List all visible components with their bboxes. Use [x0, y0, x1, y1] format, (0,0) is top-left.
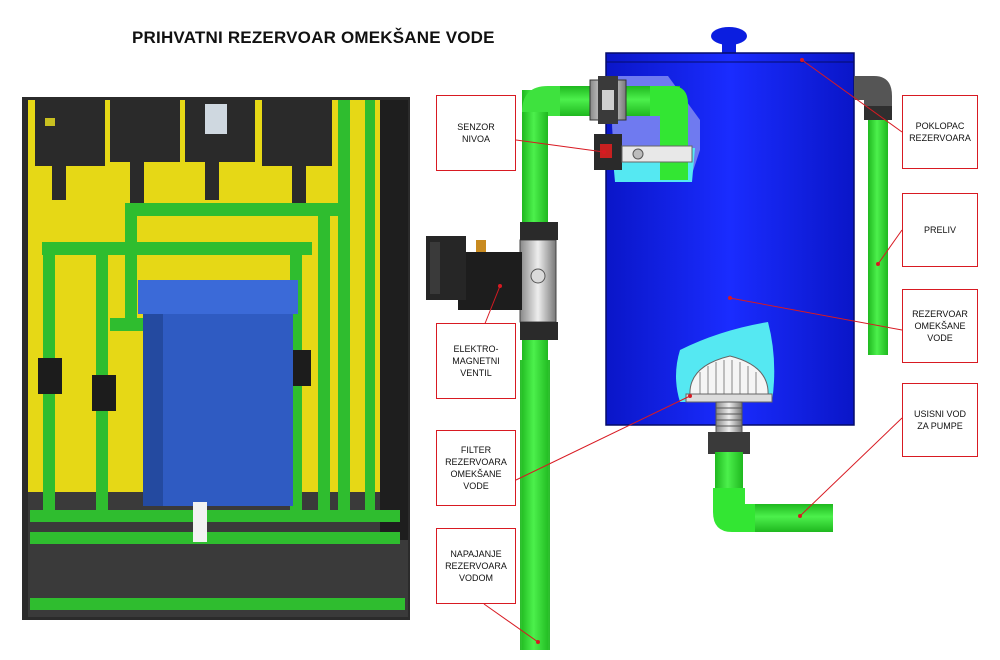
- label-elektromagnetni-ventil: ELEKTRO- MAGNETNI VENTIL: [436, 323, 516, 399]
- leader-preliv: [877, 229, 903, 265]
- leader-poklopac: [801, 59, 903, 133]
- leader-ventil-dot: [498, 284, 502, 288]
- leader-senzor: [515, 139, 605, 153]
- photo-pipe-h3: [110, 318, 150, 331]
- leader-filter-dot: [688, 394, 692, 398]
- page-title: PRIHVATNI REZERVOAR OMEKŠANE VODE: [132, 28, 495, 47]
- photo-valve-2: [92, 375, 116, 411]
- coil-terminal: [476, 240, 486, 252]
- photo-pipe-v5: [318, 205, 330, 510]
- leader-napajanje: [483, 603, 539, 643]
- inlet-pipe-lower: [520, 360, 550, 650]
- pump-display: [205, 104, 227, 134]
- photo-pipe-h2: [42, 242, 312, 255]
- installation-photo: [22, 97, 410, 620]
- outlet-fitting: [708, 432, 750, 454]
- piping: [426, 76, 892, 650]
- photo-blue-tank: [143, 284, 293, 506]
- dosing-pump-2: [110, 100, 180, 162]
- pump-stem-4: [292, 160, 306, 210]
- solenoid-coil: [458, 252, 522, 310]
- photo-tank-shade: [143, 314, 163, 506]
- leader-preliv-dot: [876, 262, 880, 266]
- label-usisni-vod: USISNI VOD ZA PUMPE: [902, 383, 978, 457]
- leader-napajanje-dot: [536, 640, 540, 644]
- lid-knob: [711, 27, 747, 45]
- dosing-pump-4: [262, 100, 332, 166]
- photo-pipe-v6: [338, 100, 350, 510]
- leader-senzor-dot: [602, 150, 606, 154]
- valve-port: [530, 268, 546, 284]
- overflow-pipe: [868, 115, 888, 355]
- photo-pipe-v3: [125, 205, 137, 320]
- valve-cap-bottom: [520, 322, 558, 340]
- label-poklopac-rezervoara: POKLOPAC REZERVOARA: [902, 95, 978, 169]
- leader-usisni: [799, 417, 903, 517]
- label-filter-rezervoara: FILTER REZERVOARA OMEKŠANE VODE: [436, 430, 516, 506]
- inlet-elbow: [522, 86, 570, 116]
- leader-lines: [483, 58, 903, 644]
- thread-lines: [716, 407, 742, 427]
- photo-pipe-h1: [125, 203, 350, 216]
- label-rezervoar-omeksane-vode: REZERVOAR OMEKŠANE VODE: [902, 289, 978, 363]
- leader-rezervoar-dot: [728, 296, 732, 300]
- level-sensor: [594, 134, 693, 170]
- photo-valve-1: [38, 358, 62, 394]
- dosing-pump-1: [35, 100, 105, 166]
- pump-stem-1: [52, 160, 66, 200]
- suction-pipe: [755, 504, 833, 532]
- leader-ventil: [483, 285, 501, 327]
- pump-stem-2: [130, 160, 144, 210]
- label-napajanje-rezervoara: NAPAJANJE REZERVOARA VODOM: [436, 528, 516, 604]
- leader-rezervoar: [729, 297, 903, 331]
- outlet-elbow: [713, 488, 760, 532]
- photo-pipe-v7: [365, 100, 375, 520]
- filter-slots: [699, 360, 757, 394]
- pump-indicator: [45, 118, 55, 126]
- solenoid-valve: [426, 222, 558, 340]
- photo-white-tag: [193, 502, 207, 542]
- leader-usisni-dot: [798, 514, 802, 518]
- photo-tank-top: [138, 280, 298, 314]
- photo-pipe-h4: [30, 510, 400, 522]
- filter-thread: [715, 401, 743, 435]
- valve-cap-top: [520, 222, 558, 240]
- leader-poklopac-dot: [800, 58, 804, 62]
- photo-pipe-h6: [30, 598, 405, 610]
- filter-dome: [689, 355, 769, 397]
- label-senzor-nivoa: SENZOR NIVOA: [436, 95, 516, 171]
- leader-filter: [515, 395, 691, 481]
- filter-base: [685, 393, 773, 403]
- sensor-red: [600, 144, 612, 158]
- coupling-band: [602, 90, 614, 110]
- coil-ribs: [430, 242, 440, 294]
- pump-stem-3: [205, 160, 219, 200]
- tank-filter: [685, 355, 773, 435]
- photo-pipe-h5: [30, 532, 400, 544]
- photo-frame-right: [380, 100, 408, 540]
- label-preliv: PRELIV: [902, 193, 978, 267]
- sensor-float: [632, 148, 644, 160]
